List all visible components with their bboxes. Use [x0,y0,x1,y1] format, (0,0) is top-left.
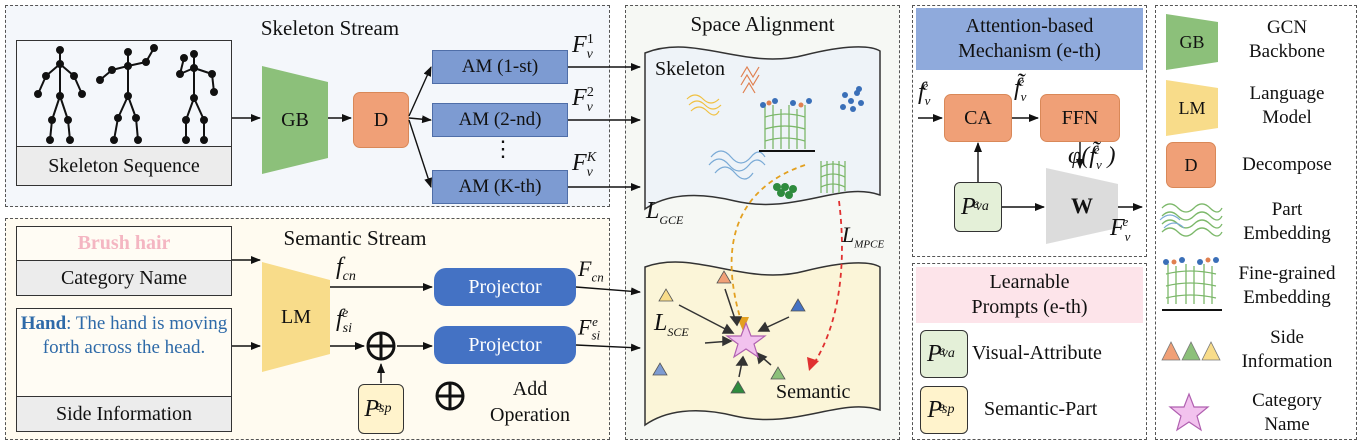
skeleton-figures [34,44,218,144]
legend-part-embedding-icon [1159,203,1223,237]
f-v-input-label: fve [918,78,931,108]
legend-category-star-icon [1168,392,1210,432]
legend-fine-grained-label: Fine-grained Embedding [1238,263,1336,308]
semantic-stream-title: Semantic Stream [283,226,427,250]
lm-block [262,262,330,372]
legend-d-icon: D [1166,142,1216,188]
fine-grained-embedding-cluster [759,98,815,152]
l-mpce-label: LMPCE [842,222,885,251]
add-operation-label: Add Operation [490,378,570,426]
projector-si: Projector [434,326,576,364]
brush-hair-label: Brush hair [16,226,232,260]
feature-f2: Fv2 [572,85,594,115]
space-alignment-title: Space Alignment [690,12,835,36]
skeleton-figure-3 [176,50,218,144]
ca-box: CA [944,94,1012,142]
attention-title-1: Attention-based [965,15,1094,37]
w-label: W [1071,193,1093,218]
am-1st-box: AM (1-st) [432,50,568,84]
category-name-label: Category Name [16,260,232,296]
legend-side-info-label: Side Information [1241,327,1333,372]
visual-attribute-label: Visual-Attribute [972,342,1102,364]
am-ellipsis: ⋮ [492,136,514,161]
feature-f1: Fv1 [572,32,594,62]
legend-gb-text: GB [1179,31,1205,52]
skeleton-figure-2 [96,44,158,144]
attention-title-2: Mechanism (e-th) [958,40,1101,62]
legend-lm-icon [1166,80,1218,136]
projector-cn: Projector [434,268,576,306]
add-operation-legend-icon [435,381,465,411]
l-gce-label: LGCE [646,198,684,227]
side-info-description: Hand: The hand is moving forth across th… [16,308,232,398]
legend-d-label: Decompose [1242,154,1332,175]
prompts-title-2: Prompts (e-th) [971,296,1088,318]
hand-description: : The hand is moving forth across the he… [42,313,228,358]
legend-gb-icon [1166,14,1218,70]
f-tilde-label: f̃ve [1014,74,1027,104]
w-block [1046,168,1118,244]
add-operation-icon [366,331,396,361]
f-cn-label: fcn [336,254,356,284]
legend-category-label: Category Name [1252,390,1322,435]
prompts-header: Learnable Prompts (e-th) [916,267,1143,323]
space-alignment-graphics [644,46,881,427]
decompose-box: D [353,92,409,148]
f-si-label: fsie [336,306,353,336]
am-2nd-box: AM (2-nd) [432,103,568,137]
prompts-title-1: Learnable [989,271,1070,293]
legend-part-embedding-label: Part Embedding [1243,199,1331,244]
legend-gb-label: GCN Backbone [1249,17,1325,62]
F-si-label: Fsie [578,314,601,343]
semantic-space-sheet [644,261,881,427]
side-information-label: Side Information [16,396,232,432]
skeleton-figure-1 [34,46,86,144]
legend-lm-label: Language Model [1249,83,1325,128]
hand-keyword: Hand [20,313,67,334]
skeleton-stream-title: Skeleton Stream [260,16,400,40]
attention-header: Attention-based Mechanism (e-th) [916,8,1143,70]
legend-side-info-icon [1161,341,1221,361]
skeleton-embedding-clusters [686,65,864,199]
am-kth-box: AM (K-th) [432,170,568,204]
semantic-part-label: Semantic-Part [984,398,1098,420]
lm-label: LM [281,305,311,328]
feature-fk: FvK [572,150,597,180]
gb-label: GB [281,108,309,131]
category-star [725,321,767,359]
semantic-triangles [652,270,806,394]
F-cn-label: Fcn [578,256,604,285]
ffn-box: FFN [1040,94,1120,142]
legend-lm-text: LM [1178,97,1206,118]
skeleton-space-label: Skeleton [655,58,725,80]
semantic-space-label: Semantic [776,381,851,403]
legend-panel [1155,5,1357,440]
legend-fine-grained-icon [1162,257,1222,311]
l-sce-label: LSCE [654,310,689,339]
F-v-output-label: Fve [1110,214,1131,244]
skeleton-sequence-label: Skeleton Sequence [16,146,232,186]
gb-block [262,66,328,174]
mpce-arrow [812,200,843,366]
gce-arrow [730,164,806,328]
